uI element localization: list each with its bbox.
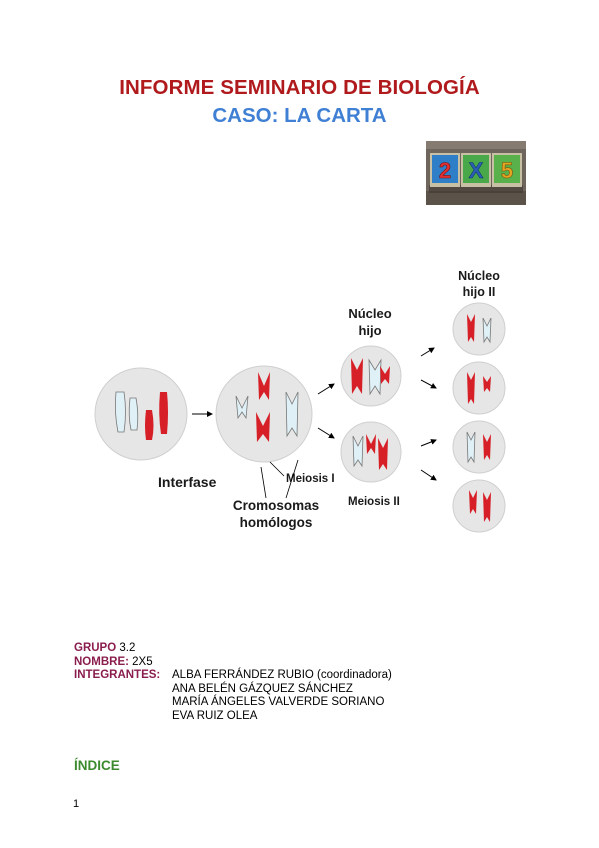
grupo-line: GRUPO 3.2 xyxy=(74,642,392,656)
nombre-value: 2X5 xyxy=(132,655,153,668)
label-nucleo-hijo-1: Núcleo xyxy=(348,306,391,321)
label-nucleo-hijo-ii-1: Núcleo xyxy=(458,269,500,283)
label-cromosomas-2: homólogos xyxy=(240,515,313,530)
grupo-label: GRUPO xyxy=(74,642,117,654)
integrantes-label: INTEGRANTES: xyxy=(74,669,161,681)
integrante-3: MARÍA ÁNGELES VALVERDE SORIANO xyxy=(172,696,385,708)
meiosis-i-cell xyxy=(215,365,313,463)
label-nucleo-hijo-2: hijo xyxy=(358,323,381,338)
logo-blocks-image: 2 X 5 xyxy=(426,141,526,205)
block-text-3: 5 xyxy=(501,158,513,183)
team-info: GRUPO 3.2 NOMBRE: 2X5 INTEGRANTES: ALBA … xyxy=(74,642,392,723)
nombre-label: NOMBRE: xyxy=(74,655,129,668)
integrante-2: ANA BELÉN GÁZQUEZ SÁNCHEZ xyxy=(172,682,353,695)
meiosis-diagram: Núcleo hijo II Núcleo hijo Interfase Mei… xyxy=(94,269,506,533)
label-meiosis-ii: Meiosis II xyxy=(348,496,400,508)
integrante-4: EVA RUIZ OLEA xyxy=(172,709,258,722)
integrantes-line: INTEGRANTES: ALBA FERRÁNDEZ RUBIO (coord… xyxy=(74,669,392,683)
document-subtitle: CASO: LA CARTA xyxy=(212,104,387,127)
block-text-1: 2 xyxy=(439,158,451,183)
indice-heading: ÍNDICE xyxy=(74,758,120,773)
daughter-nucleus-ii-2 xyxy=(452,361,506,415)
daughter-nucleus-ii-4 xyxy=(452,479,506,533)
integrante-1: ALBA FERRÁNDEZ RUBIO (coordinadora) xyxy=(172,669,392,681)
label-cromosomas-1: Cromosomas xyxy=(233,498,319,513)
nombre-line: NOMBRE: 2X5 xyxy=(74,656,392,670)
document-title: INFORME SEMINARIO DE BIOLOGÍA xyxy=(119,76,480,99)
page-number: 1 xyxy=(73,798,80,810)
label-nucleo-hijo-ii-2: hijo II xyxy=(463,285,496,299)
label-interfase: Interfase xyxy=(158,474,217,490)
grupo-value: 3.2 xyxy=(119,642,136,654)
label-meiosis-i: Meiosis I xyxy=(286,473,335,485)
daughter-nucleus-ii-1 xyxy=(452,302,506,356)
block-text-2: X xyxy=(469,158,484,183)
daughter-nucleus-ii-3 xyxy=(452,420,506,474)
daughter-nucleus-2 xyxy=(340,421,402,483)
interfase-cell xyxy=(94,367,188,461)
